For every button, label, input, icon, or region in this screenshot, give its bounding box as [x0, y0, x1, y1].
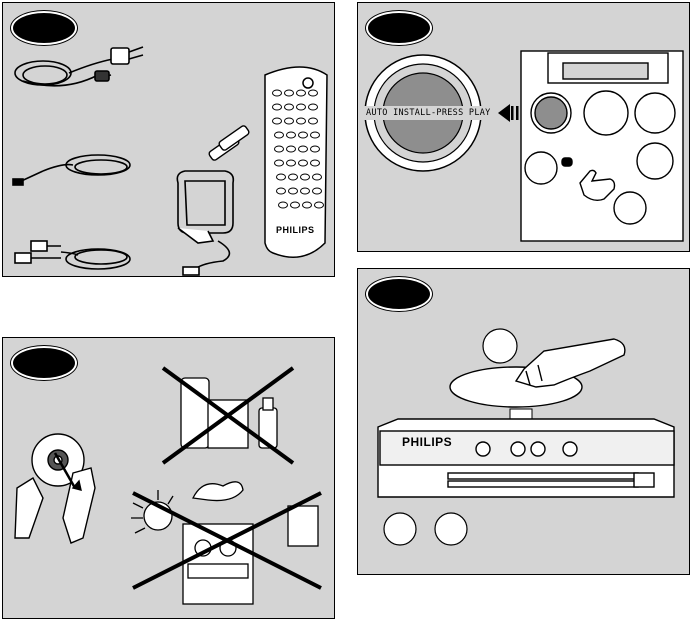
step-circle-c: [435, 513, 467, 545]
cable-icon: [13, 155, 130, 185]
remote-button: [311, 146, 320, 152]
unit-brand-label: PHILIPS: [402, 435, 452, 449]
remote-button: [289, 174, 298, 180]
stereo-unit-icon: [521, 51, 683, 241]
remote-button: [303, 202, 312, 208]
audio-cable-icon: [15, 241, 130, 269]
remote-button: [287, 160, 296, 166]
disc-hand-icon: [450, 339, 625, 407]
remote-button: [287, 146, 296, 152]
remote-button: [285, 104, 294, 110]
panel-auto-install: AUTO INSTALL-PRESS PLAY: [357, 2, 690, 252]
remote-button: [275, 132, 284, 138]
battery-icon: [208, 125, 250, 162]
remote-button: [285, 90, 294, 96]
step-circle-a: [483, 329, 517, 363]
remote-button: [301, 188, 310, 194]
antenna-icon: [177, 171, 233, 275]
accessories-illustration: [3, 3, 335, 277]
chemicals-icon: [163, 368, 293, 463]
remote-button: [299, 160, 308, 166]
disc-loading-illustration: [358, 269, 690, 575]
disc-cleaning-icon: [15, 434, 95, 543]
remote-button: [273, 90, 282, 96]
remote-button: [299, 146, 308, 152]
remote-brand-label: PHILIPS: [276, 225, 315, 235]
remote-button: [277, 188, 286, 194]
remote-button: [299, 132, 308, 138]
remote-button: [297, 90, 306, 96]
panel-disc-loading: PHILIPS: [357, 268, 690, 575]
remote-button: [287, 132, 296, 138]
remote-button: [277, 174, 286, 180]
panel-accessories: PHILIPS: [2, 2, 335, 277]
remote-button: [313, 174, 322, 180]
remote-button: [273, 118, 282, 124]
power-cord-icon: [15, 47, 143, 86]
remote-button: [297, 118, 306, 124]
remote-button: [279, 202, 288, 208]
cd-changer-unit-icon: [378, 419, 674, 497]
remote-button: [311, 132, 320, 138]
remote-button: [275, 160, 284, 166]
remote-button: [273, 104, 282, 110]
remote-button: [297, 104, 306, 110]
remote-button: [291, 202, 300, 208]
remote-button: [315, 202, 324, 208]
auto-install-display-text: AUTO INSTALL-PRESS PLAY: [366, 108, 491, 118]
remote-button: [301, 174, 310, 180]
remote-button: [309, 104, 318, 110]
remote-button: [309, 90, 318, 96]
remote-button: [275, 146, 284, 152]
auto-install-illustration: [358, 3, 690, 252]
step-circle-b: [384, 513, 416, 545]
heat-sources-icon: [131, 482, 321, 604]
remote-button: [311, 160, 320, 166]
remote-button: [285, 118, 294, 124]
remote-button: [309, 118, 318, 124]
panel-disc-care: [2, 337, 335, 619]
remote-button: [313, 188, 322, 194]
remote-button: [289, 188, 298, 194]
disc-care-illustration: [3, 338, 335, 619]
